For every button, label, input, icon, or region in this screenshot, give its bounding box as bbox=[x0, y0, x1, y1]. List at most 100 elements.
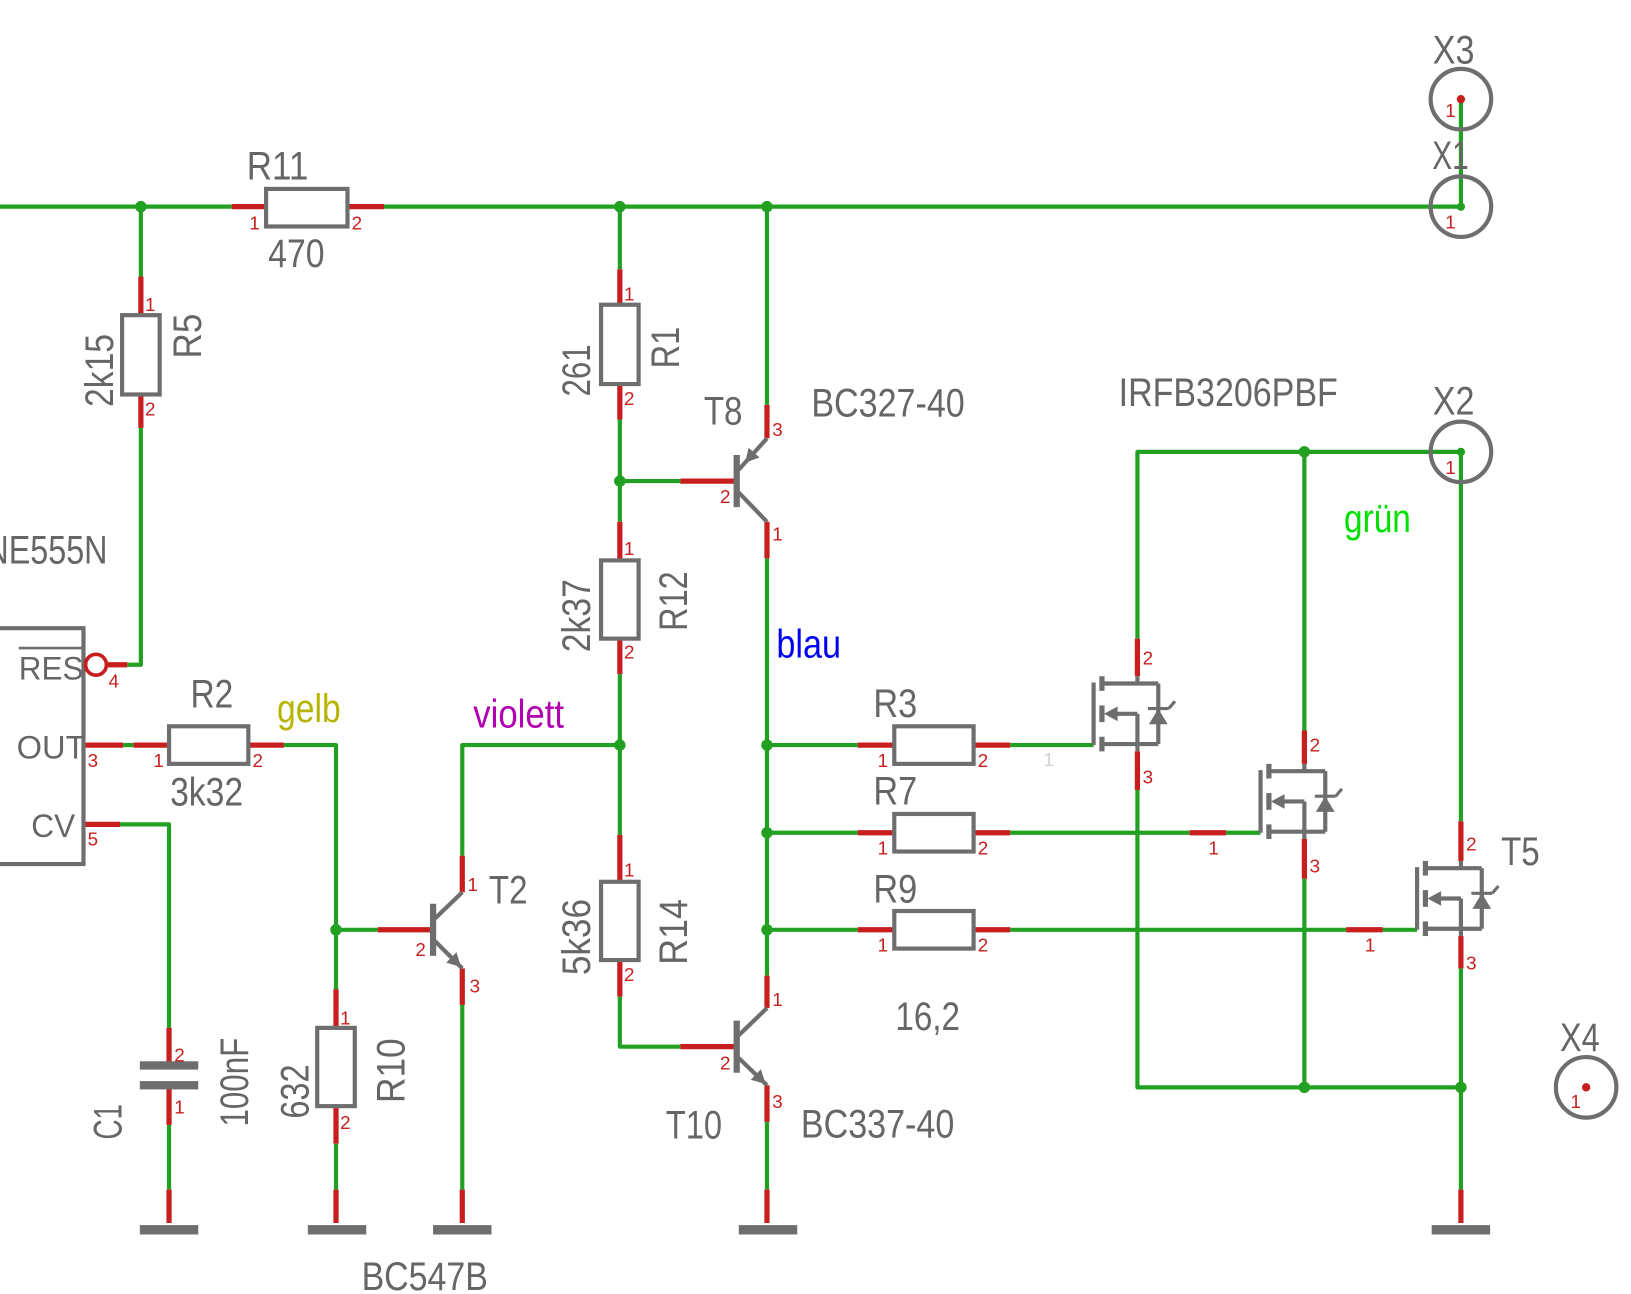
wire bbox=[1135, 789, 1461, 1090]
t2-collector bbox=[433, 890, 464, 920]
junction-dot bbox=[614, 739, 626, 751]
r14-pins-0-label: 1 bbox=[624, 860, 634, 881]
component-symbols bbox=[0, 66, 1619, 1235]
r1-name-label: R1 bbox=[644, 327, 688, 369]
q-a-body-diode bbox=[1148, 708, 1168, 725]
r7-pins-1-label: 2 bbox=[978, 838, 988, 859]
wire bbox=[283, 743, 339, 990]
x2-pin-label: 1 bbox=[1445, 457, 1455, 478]
x2-connector-pad bbox=[1456, 447, 1466, 457]
c1-plate-bottom bbox=[139, 1081, 199, 1090]
r2-name-label: R2 bbox=[190, 673, 233, 717]
x3-pin-label: 1 bbox=[1445, 100, 1455, 121]
t5-name-label: T5 bbox=[1501, 830, 1540, 874]
ic1-pin-names-res-label: RES bbox=[19, 650, 84, 686]
t2-pins-0-label: 1 bbox=[467, 874, 477, 895]
net-labels-violett-label: violett bbox=[473, 692, 564, 736]
t5-channel-arrow bbox=[1427, 891, 1442, 906]
t8-value-label: BC327-40 bbox=[811, 381, 964, 425]
shared-values-mosfets-label: IRFB3206PBF bbox=[1119, 371, 1338, 415]
r1-pins-1-label: 2 bbox=[624, 388, 634, 409]
t10-pins-0-label: 1 bbox=[772, 989, 782, 1010]
q-b-pins-2-label: 3 bbox=[1310, 855, 1320, 876]
r10-resistor-body bbox=[315, 1025, 357, 1109]
junction-dot bbox=[761, 739, 773, 751]
r2-pins-1-label: 2 bbox=[253, 750, 263, 771]
r2-value-label: 3k32 bbox=[170, 771, 243, 815]
q-b-pins-0-label: 1 bbox=[1208, 838, 1218, 859]
t10-name-label: T10 bbox=[666, 1103, 722, 1147]
t10-collector bbox=[737, 1006, 769, 1037]
t2-emitter-arrow bbox=[446, 952, 461, 968]
r7-pins-0-label: 1 bbox=[878, 838, 888, 859]
r10-ground-symbol bbox=[307, 1225, 367, 1235]
c1-plate-top bbox=[139, 1061, 199, 1070]
junction-dot bbox=[761, 200, 773, 213]
c1-name-label: C1 bbox=[87, 1104, 131, 1139]
r14-name-label: R14 bbox=[652, 899, 696, 965]
q-b-channel-arrow bbox=[1270, 794, 1285, 809]
t10-emitter-arrow bbox=[750, 1069, 766, 1084]
r14-pins-1-label: 2 bbox=[624, 964, 634, 985]
wire bbox=[617, 996, 681, 1049]
t10-pins-1-label: 2 bbox=[720, 1053, 730, 1074]
ic1-pins-res-label: 4 bbox=[109, 671, 119, 692]
wire bbox=[1135, 449, 1461, 639]
q-a-diode-tick bbox=[1167, 700, 1177, 710]
r5-resistor-body bbox=[120, 313, 162, 397]
r10-value-label: 632 bbox=[273, 1064, 317, 1118]
r1-pins-0-label: 1 bbox=[624, 284, 634, 305]
q-b-body-diode bbox=[1315, 796, 1335, 812]
r11-pins-1-label: 2 bbox=[352, 213, 362, 234]
shared-values-gate-resistors-label: 16,2 bbox=[895, 995, 960, 1039]
x3-name-label: X3 bbox=[1433, 29, 1475, 73]
t5-ground-symbol bbox=[1431, 1225, 1491, 1235]
q-a-pins-1-label: 2 bbox=[1143, 648, 1153, 669]
c1-pins-1-label: 2 bbox=[174, 1044, 184, 1065]
wires bbox=[0, 99, 1463, 1190]
r9-pins-1-label: 2 bbox=[978, 935, 988, 956]
junction-dot bbox=[1298, 446, 1311, 458]
junction-dot bbox=[135, 200, 147, 213]
t5-diode-tick bbox=[1491, 884, 1500, 895]
r5-value-label: 2k15 bbox=[78, 334, 122, 407]
c1-value-label: 100nF bbox=[213, 1038, 257, 1127]
x4-name-label: X4 bbox=[1560, 1016, 1600, 1060]
junction-dot bbox=[614, 475, 626, 487]
t8-emitter-arrow bbox=[745, 447, 760, 463]
t2-value-label: BC547B bbox=[362, 1255, 488, 1294]
t8-name-label: T8 bbox=[704, 390, 743, 434]
x4-connector-ring bbox=[1553, 1055, 1619, 1120]
x2-connector-ring bbox=[1428, 419, 1494, 485]
t2-name-label: T2 bbox=[489, 869, 528, 913]
r11-name-label: R11 bbox=[247, 145, 309, 189]
r2-pins-0-label: 1 bbox=[153, 750, 163, 771]
r14-resistor-body bbox=[598, 879, 641, 963]
ic1-value-label: NE555N bbox=[0, 529, 107, 573]
q-a-channel-arrow bbox=[1104, 706, 1118, 722]
r12-resistor-body bbox=[598, 558, 641, 641]
ic1-pins-cv-label: 5 bbox=[88, 828, 98, 849]
x4-pin-label: 1 bbox=[1570, 1091, 1580, 1112]
t5-pins-1-label: 2 bbox=[1466, 833, 1476, 854]
ic1-pin-names-cv-label: CV bbox=[31, 808, 75, 844]
ic1-pins-out-label: 3 bbox=[88, 750, 98, 771]
wire bbox=[127, 427, 143, 667]
t10-pins-2-label: 3 bbox=[772, 1091, 782, 1112]
r7-resistor-body bbox=[892, 811, 976, 854]
c1-pins-0-label: 1 bbox=[174, 1096, 184, 1117]
r12-pins-1-label: 2 bbox=[624, 641, 634, 662]
r1-resistor-body bbox=[598, 302, 641, 387]
r2-resistor-body bbox=[166, 724, 251, 766]
q-b-pins-1-label: 2 bbox=[1310, 734, 1320, 755]
t2-ground-symbol bbox=[433, 1225, 492, 1235]
r9-resistor-body bbox=[892, 908, 976, 951]
t8-pins-2-label: 3 bbox=[772, 419, 782, 440]
wire bbox=[120, 822, 172, 1028]
q-b-diode-tick bbox=[1334, 787, 1344, 798]
junction-dot bbox=[1455, 1081, 1467, 1094]
net-labels-blau-label: blau bbox=[776, 622, 841, 666]
